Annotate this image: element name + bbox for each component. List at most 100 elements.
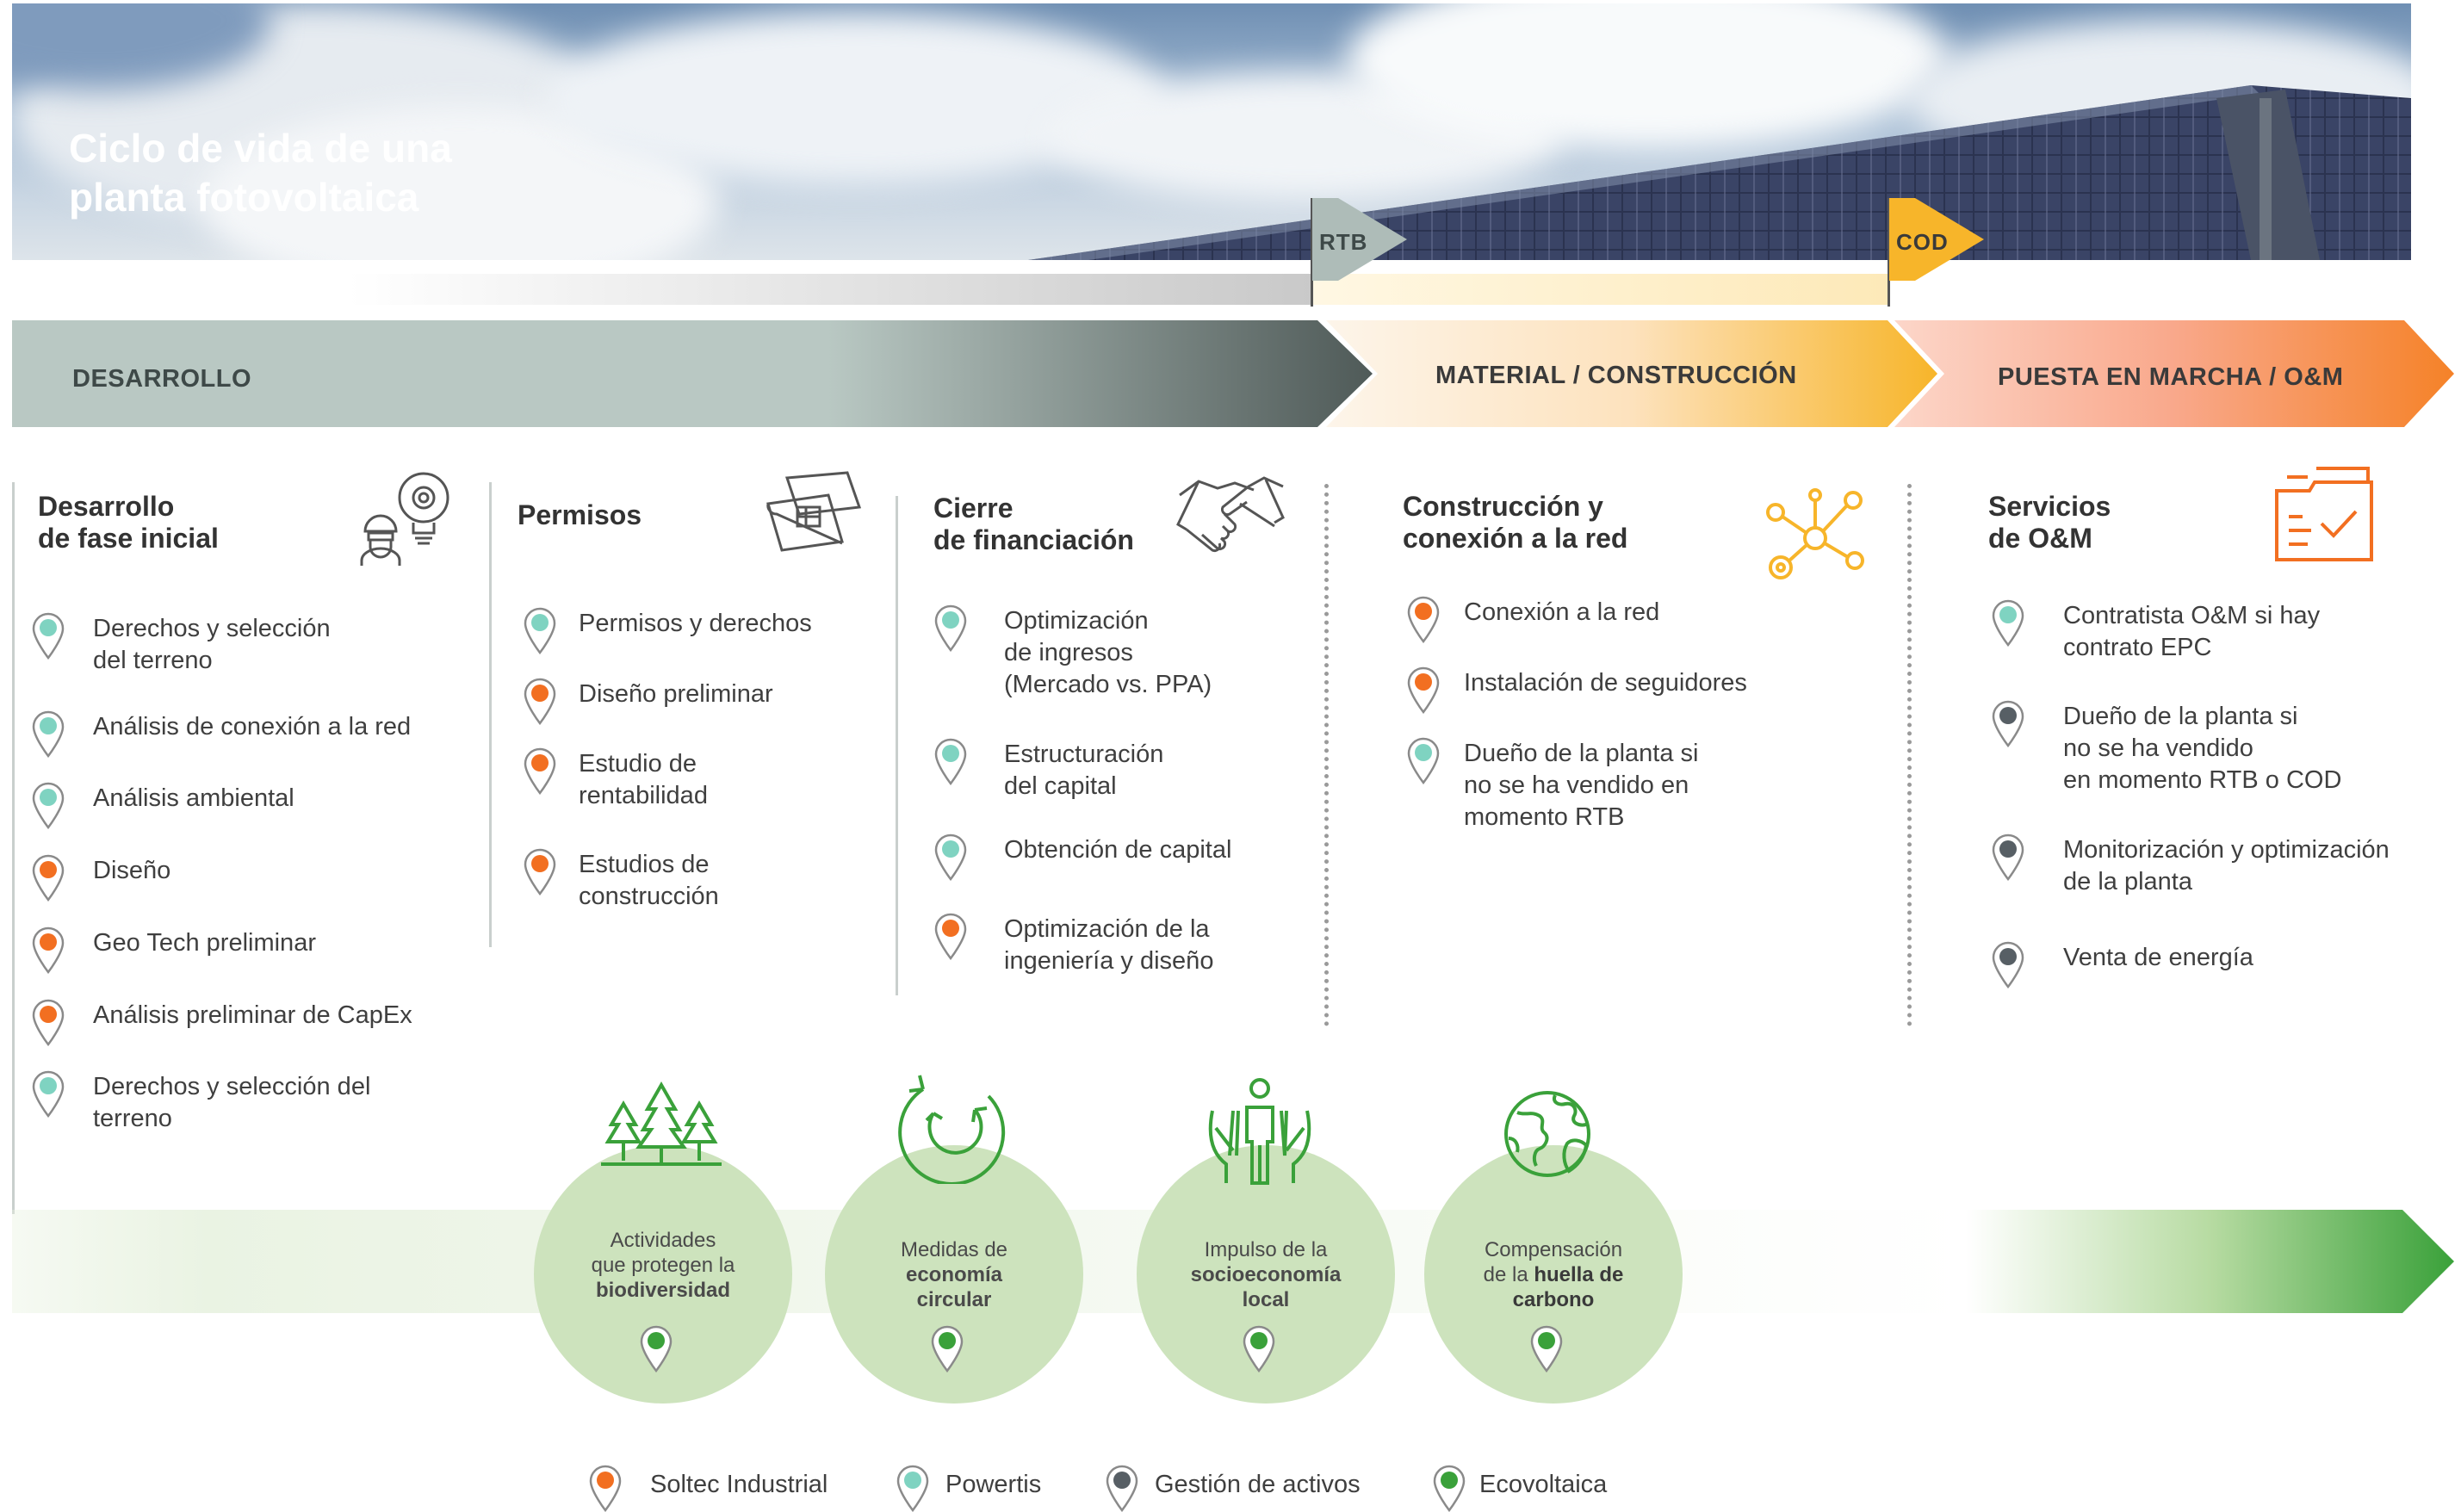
legend-label-gestion: Gestión de activos bbox=[1155, 1471, 1361, 1498]
list-item-line: Estudios de bbox=[579, 851, 710, 878]
list-item: Estudio de rentabilidad bbox=[579, 748, 708, 812]
list-item-line: Instalación de seguidores bbox=[1464, 669, 1747, 697]
location-pin-icon bbox=[1407, 596, 1440, 643]
list-item-line: terreno bbox=[93, 1105, 172, 1132]
list-item: Instalación de seguidores bbox=[1464, 667, 1747, 699]
blueprint-icon bbox=[766, 471, 862, 552]
column-divider bbox=[489, 482, 492, 947]
hero-title-line1: Ciclo de vida de una bbox=[69, 126, 452, 170]
sustainability-text-line: Actividades bbox=[610, 1229, 716, 1252]
column-title-line: de financiación bbox=[933, 524, 1134, 555]
list-item-line: Diseño bbox=[93, 857, 171, 884]
column-title-construccion: Construcción y conexión a la red bbox=[1403, 491, 1627, 555]
column-title-line: de O&M bbox=[1988, 523, 2092, 554]
location-pin-icon bbox=[32, 999, 65, 1046]
column-title-om: Servicios de O&M bbox=[1988, 491, 2111, 555]
list-item: Diseño bbox=[93, 855, 170, 887]
list-item-line: construcción bbox=[579, 883, 719, 910]
column-divider-dotted bbox=[1907, 484, 1912, 1026]
ecovoltaica-pin-icon bbox=[931, 1325, 964, 1373]
list-item-line: Estudio de bbox=[579, 750, 697, 778]
list-item: Permisos y derechos bbox=[579, 608, 812, 640]
column-title-line: Permisos bbox=[518, 499, 642, 530]
list-item-line: no se ha vendido bbox=[2063, 734, 2253, 762]
list-item: Análisis preliminar de CapEx bbox=[93, 1000, 412, 1032]
sustainability-text-carbon: Compensación de la huella de carbono bbox=[1450, 1237, 1657, 1312]
cod-marker-line bbox=[1888, 198, 1890, 307]
location-pin-icon bbox=[1992, 700, 2024, 747]
location-pin-icon bbox=[32, 612, 65, 660]
list-item-line: Análisis preliminar de CapEx bbox=[93, 1001, 412, 1029]
ecovoltaica-pin-icon bbox=[1243, 1325, 1275, 1373]
location-pin-icon bbox=[32, 782, 65, 829]
cod-flag bbox=[1889, 198, 1984, 281]
list-item: Monitorización y optimización de la plant… bbox=[2063, 834, 2390, 898]
location-pin-icon bbox=[524, 747, 556, 795]
location-pin-icon bbox=[934, 604, 967, 652]
list-item-line: momento RTB bbox=[1464, 803, 1625, 831]
sustainability-text-bold: socioeconomía local bbox=[1190, 1263, 1342, 1311]
ecovoltaica-pin-icon bbox=[640, 1325, 673, 1373]
list-item: Estudios de construcción bbox=[579, 849, 719, 913]
list-item-line: contrato EPC bbox=[2063, 634, 2212, 661]
list-item: Análisis ambiental bbox=[93, 783, 294, 815]
legend-pin-icon-eco bbox=[1433, 1465, 1466, 1512]
legend-label-soltec: Soltec Industrial bbox=[650, 1471, 828, 1498]
rtb-label: RTB bbox=[1319, 229, 1368, 255]
legend-pin-icon-gestion bbox=[1106, 1465, 1138, 1512]
list-item-line: Derechos y selección bbox=[93, 615, 331, 642]
location-pin-icon bbox=[1992, 941, 2024, 988]
list-item-line: Conexión a la red bbox=[1464, 598, 1660, 626]
list-item: Venta de energía bbox=[2063, 942, 2253, 974]
column-title-permisos: Permisos bbox=[518, 499, 642, 531]
column-title-line: Construcción y bbox=[1403, 491, 1603, 522]
list-item-line: no se ha vendido en bbox=[1464, 771, 1689, 799]
list-item-line: en momento RTB o COD bbox=[2063, 766, 2342, 794]
list-item-line: Geo Tech preliminar bbox=[93, 929, 316, 957]
list-item-line: rentabilidad bbox=[579, 782, 708, 809]
list-item-line: Optimización de la bbox=[1004, 915, 1210, 943]
list-item: Optimización de la ingeniería y diseño bbox=[1004, 914, 1213, 977]
location-pin-icon bbox=[524, 848, 556, 895]
list-item: Geo Tech preliminar bbox=[93, 927, 316, 959]
sustainability-text-bold: biodiversidad bbox=[595, 1279, 731, 1302]
sustainability-text-line: que protegen la bbox=[591, 1254, 735, 1277]
list-item-line: Análisis ambiental bbox=[93, 784, 294, 812]
community-hands-icon bbox=[1208, 1078, 1311, 1185]
sustainability-text-bold: economía circular bbox=[905, 1263, 1003, 1311]
location-pin-icon bbox=[1407, 666, 1440, 714]
location-pin-icon bbox=[1407, 737, 1440, 784]
legend-label-eco: Ecovoltaica bbox=[1479, 1471, 1608, 1498]
phase-arrows bbox=[12, 320, 2454, 427]
list-item-line: Venta de energía bbox=[2063, 944, 2253, 971]
location-pin-icon bbox=[32, 926, 65, 974]
location-pin-icon bbox=[32, 710, 65, 758]
column-title-line: Servicios bbox=[1988, 491, 2111, 522]
column-divider bbox=[12, 482, 15, 1214]
legend-label-powertis: Powertis bbox=[945, 1471, 1042, 1498]
rtb-marker-line bbox=[1311, 198, 1313, 307]
column-divider-dotted bbox=[1324, 484, 1329, 1026]
list-item-line: Optimización bbox=[1004, 607, 1149, 635]
column-divider bbox=[896, 496, 898, 995]
list-item-line: Monitorización y optimización bbox=[2063, 836, 2390, 864]
column-title-line: conexión a la red bbox=[1403, 523, 1628, 554]
list-item-line: (Mercado vs. PPA) bbox=[1004, 671, 1212, 698]
ecovoltaica-pin-icon bbox=[1530, 1325, 1563, 1373]
list-item-line: ingeniería y diseño bbox=[1004, 947, 1214, 975]
hero-title-line2: planta fotovoltaica bbox=[69, 175, 419, 220]
location-pin-icon bbox=[1992, 599, 2024, 647]
globe-icon bbox=[1504, 1091, 1590, 1177]
column-title-line: Desarrollo bbox=[38, 491, 175, 522]
phase-arrow-construction bbox=[1326, 320, 1937, 427]
list-item-line: Análisis de conexión a la red bbox=[93, 713, 412, 741]
list-item-line: de la planta bbox=[2063, 868, 2192, 895]
column-title-desarrollo: Desarrollo de fase inicial bbox=[38, 491, 219, 555]
